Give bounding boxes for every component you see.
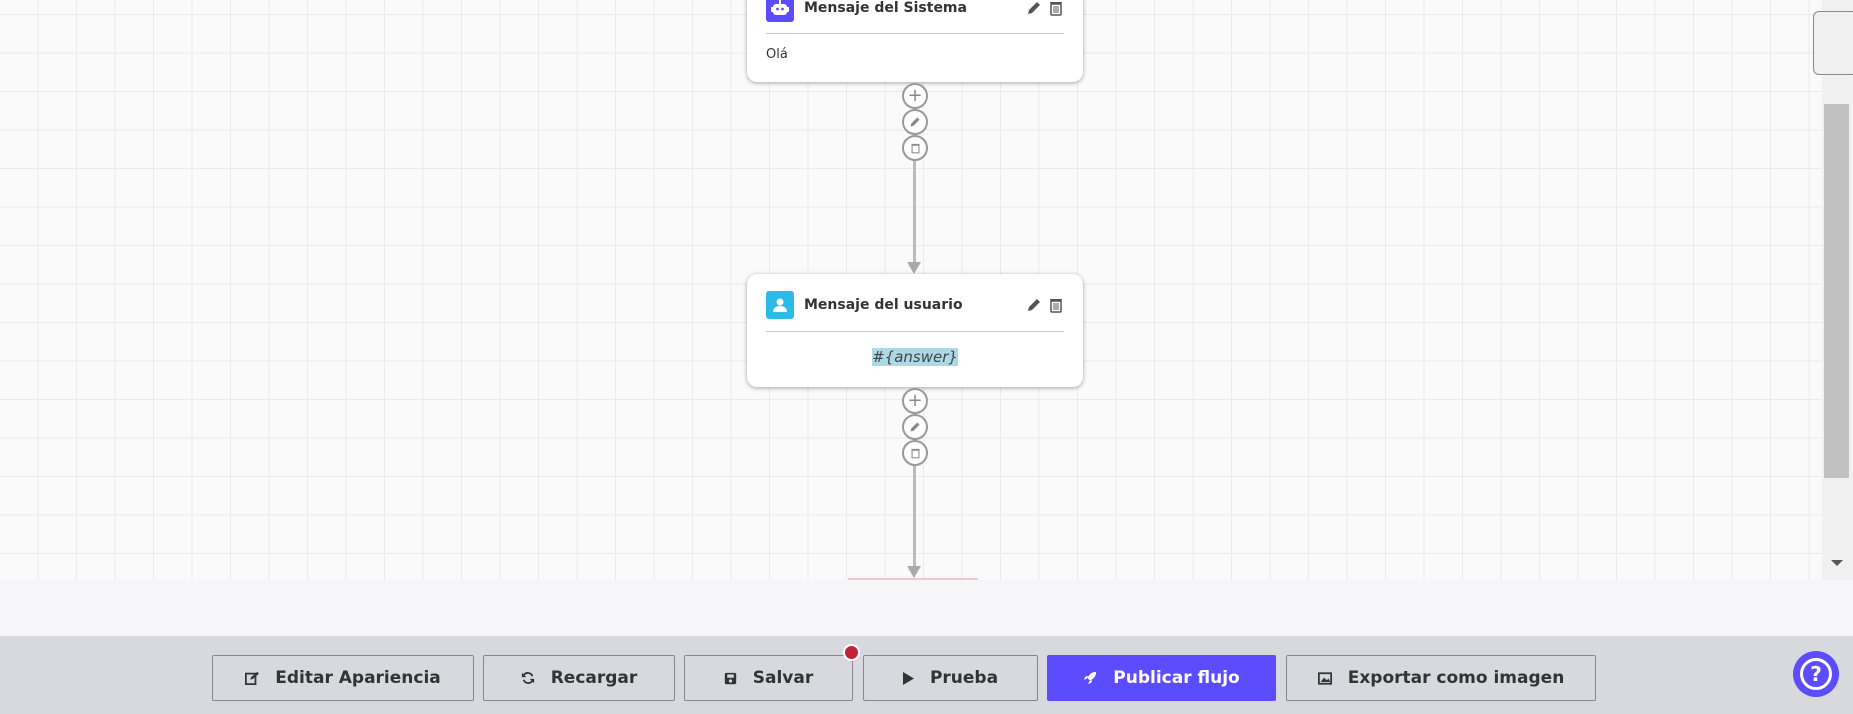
vertical-scrollbar[interactable]	[1822, 0, 1853, 580]
node-title: Mensaje del usuario	[804, 297, 963, 313]
button-label: Recargar	[550, 668, 638, 688]
pencil-icon	[910, 117, 920, 127]
minimap-panel[interactable]	[1813, 11, 1853, 75]
delete-connection-button[interactable]	[902, 135, 928, 161]
node-system-message[interactable]: Mensaje del Sistema Olá	[747, 0, 1083, 82]
refresh-icon	[521, 672, 534, 684]
bottom-toolbar: Editar Apariencia Recargar Salvar Prueba…	[0, 636, 1853, 714]
pencil-icon	[910, 422, 920, 432]
scroll-down-arrow-icon[interactable]	[1831, 560, 1843, 566]
play-icon	[902, 671, 914, 685]
add-node-button[interactable]: +	[902, 83, 928, 109]
export-image-button[interactable]: Exportar como imagen	[1286, 655, 1596, 701]
save-button[interactable]: Salvar	[684, 655, 853, 701]
next-node-edge	[848, 578, 978, 580]
user-icon	[766, 291, 794, 319]
question-icon: ?	[1800, 658, 1832, 690]
trash-icon[interactable]	[1048, 297, 1064, 313]
edit-icon	[245, 671, 260, 685]
rocket-icon	[1084, 671, 1097, 685]
delete-connection-button[interactable]	[902, 440, 928, 466]
trash-icon[interactable]	[1048, 0, 1064, 16]
button-label: Editar Apariencia	[275, 668, 441, 688]
button-label: Exportar como imagen	[1347, 668, 1565, 688]
edit-pencil-icon[interactable]	[1026, 297, 1042, 313]
node-content: Olá	[766, 47, 788, 62]
node-content: #{answer}	[872, 348, 958, 366]
connector-line	[913, 161, 916, 263]
trash-icon	[910, 448, 920, 459]
connector-arrow	[907, 262, 921, 274]
scrollbar-thumb[interactable]	[1824, 104, 1849, 478]
add-node-button[interactable]: +	[902, 388, 928, 414]
connector-arrow	[907, 566, 921, 578]
flow-canvas[interactable]: Mensaje del Sistema Olá + Mensaje del us…	[0, 0, 1822, 580]
connector-line	[913, 466, 916, 568]
button-label: Salvar	[752, 668, 814, 688]
help-button[interactable]: ?	[1793, 651, 1839, 697]
node-user-message[interactable]: Mensaje del usuario #{answer}	[747, 274, 1083, 387]
reload-button[interactable]: Recargar	[483, 655, 675, 701]
unsaved-changes-dot	[843, 644, 860, 661]
button-label: Publicar flujo	[1113, 668, 1240, 688]
node-title: Mensaje del Sistema	[804, 0, 967, 16]
trash-icon	[910, 143, 920, 154]
robot-icon	[766, 0, 794, 22]
publish-flow-button[interactable]: Publicar flujo	[1047, 655, 1276, 701]
edit-connection-button[interactable]	[902, 414, 928, 440]
test-button[interactable]: Prueba	[863, 655, 1038, 701]
edit-connection-button[interactable]	[902, 109, 928, 135]
edit-appearance-button[interactable]: Editar Apariencia	[212, 655, 474, 701]
floppy-disk-icon	[724, 672, 736, 684]
image-icon	[1317, 671, 1332, 685]
button-label: Prueba	[929, 668, 999, 688]
edit-pencil-icon[interactable]	[1026, 0, 1042, 16]
